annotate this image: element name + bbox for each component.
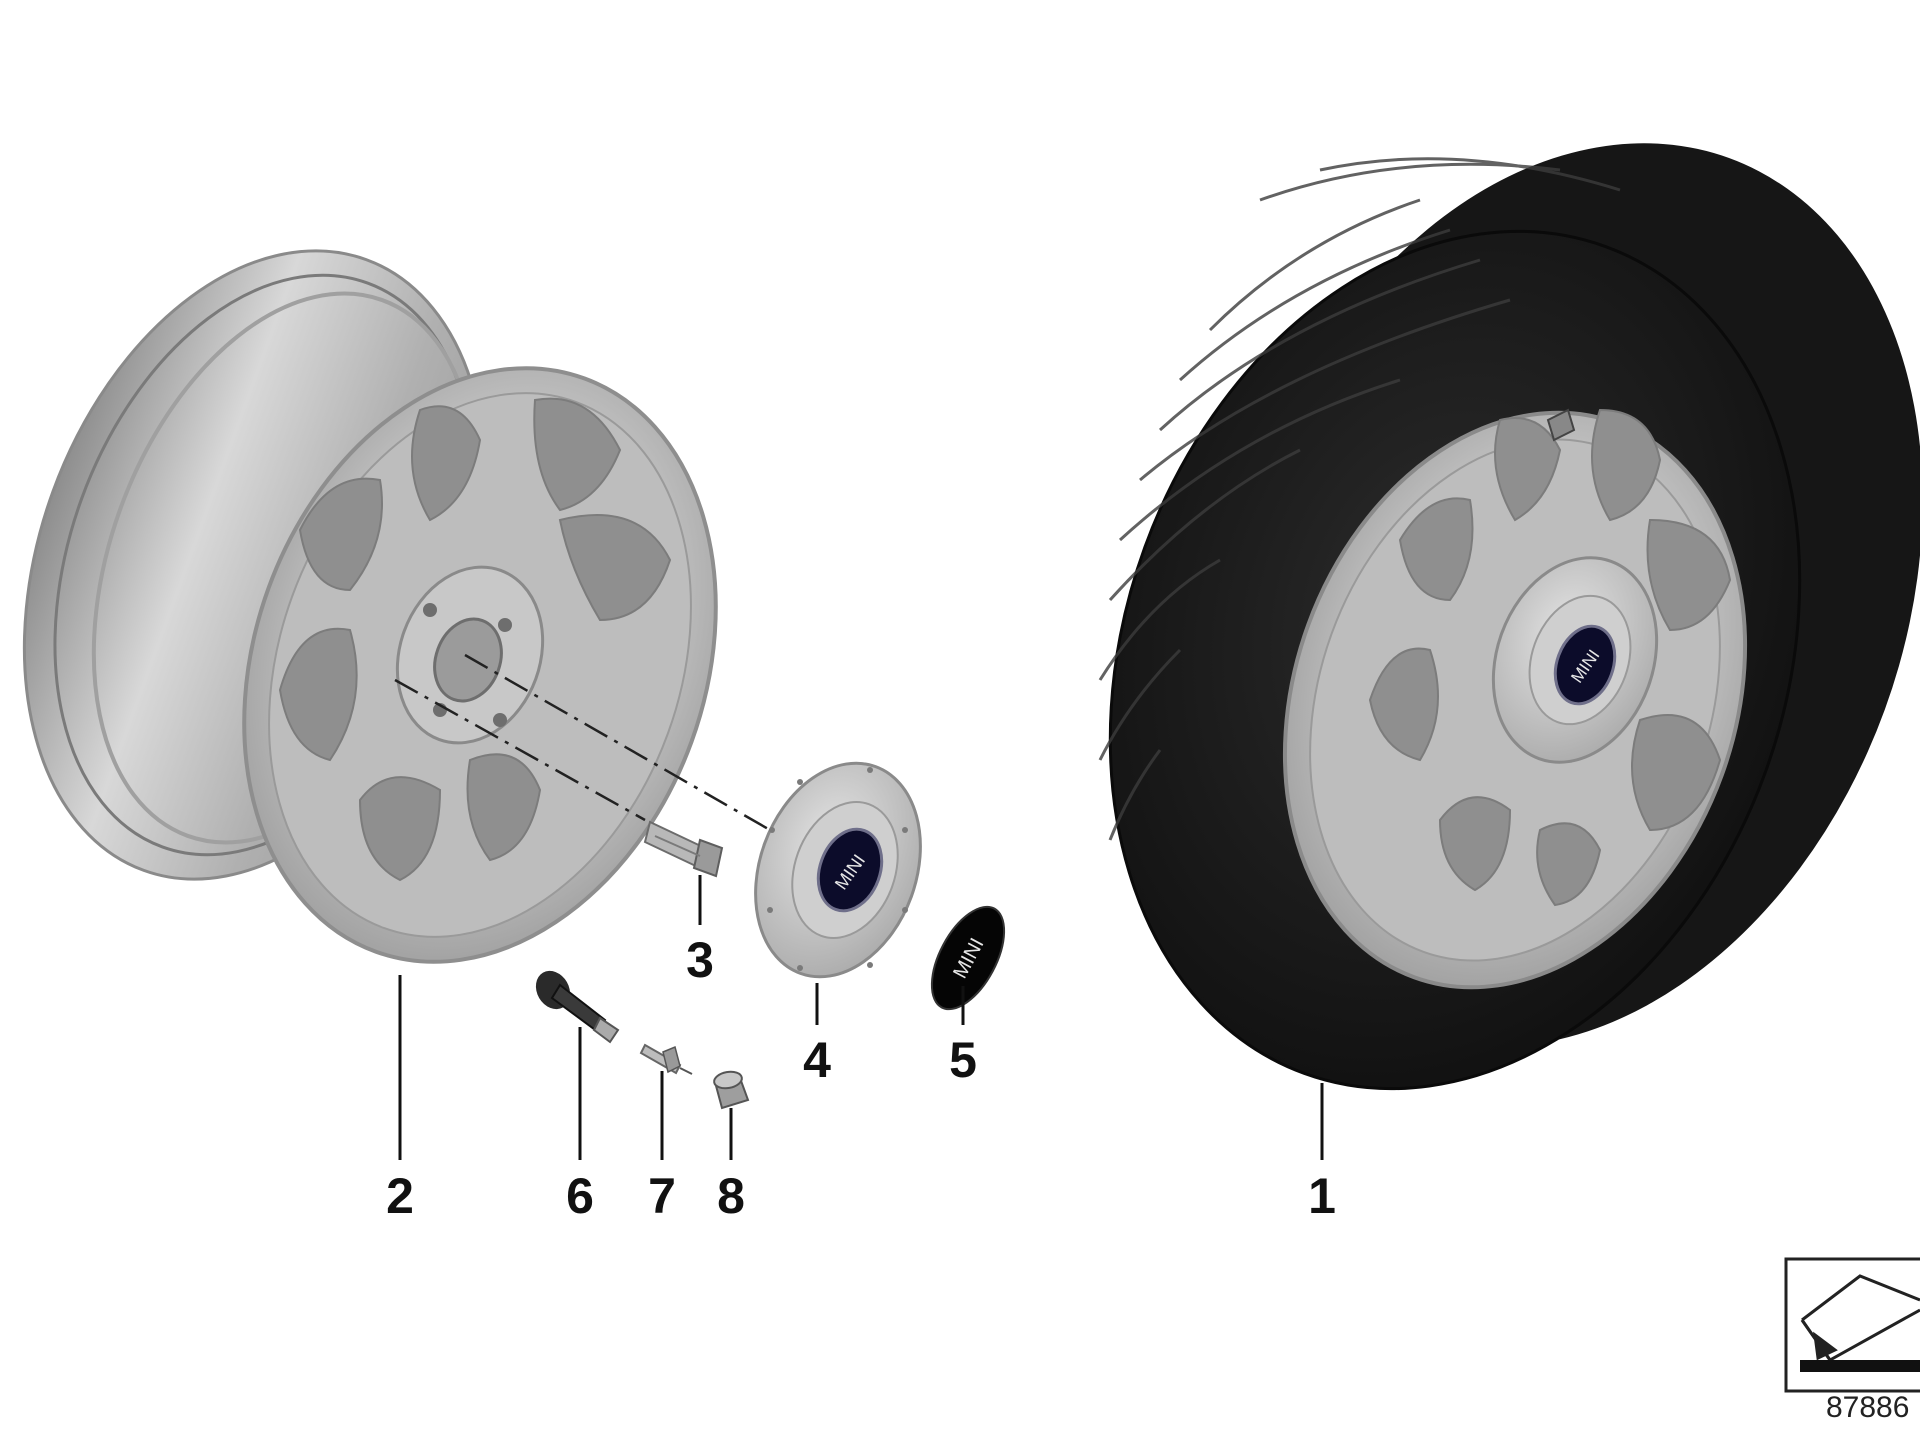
alloy-rim [22,249,718,964]
valve-insert [639,1043,693,1075]
callout-number-7: 7 [648,1168,676,1224]
callout-number-3: 3 [686,932,714,988]
reference-icon-baseline [1800,1360,1920,1372]
callout-number-8: 8 [717,1168,745,1224]
callout-number-6: 6 [566,1168,594,1224]
callout-8: 8 [717,1108,745,1224]
callout-number-2: 2 [386,1168,414,1224]
callout-1: 1 [1308,1083,1336,1224]
wheel-tire-assembly: MINI [1098,143,1920,1091]
callout-5: 5 [949,986,977,1088]
callout-4: 4 [803,983,831,1088]
emblem: MINI [930,905,1006,1011]
callout-number-5: 5 [949,1032,977,1088]
reference-box: 87886 [1784,1257,1920,1424]
hub-cap: MINI [754,761,922,979]
valve [535,970,620,1044]
callout-2: 2 [386,975,414,1224]
alignment-lines [394,653,771,832]
callout-number-1: 1 [1308,1168,1336,1224]
valve-cap [713,1070,750,1110]
reference-number: 87886 [1826,1391,1909,1424]
wheel-bolt [643,820,724,878]
callout-3: 3 [686,875,714,988]
callout-number-4: 4 [803,1032,831,1088]
callout-6: 6 [566,1027,594,1224]
callout-7: 7 [648,1071,676,1224]
